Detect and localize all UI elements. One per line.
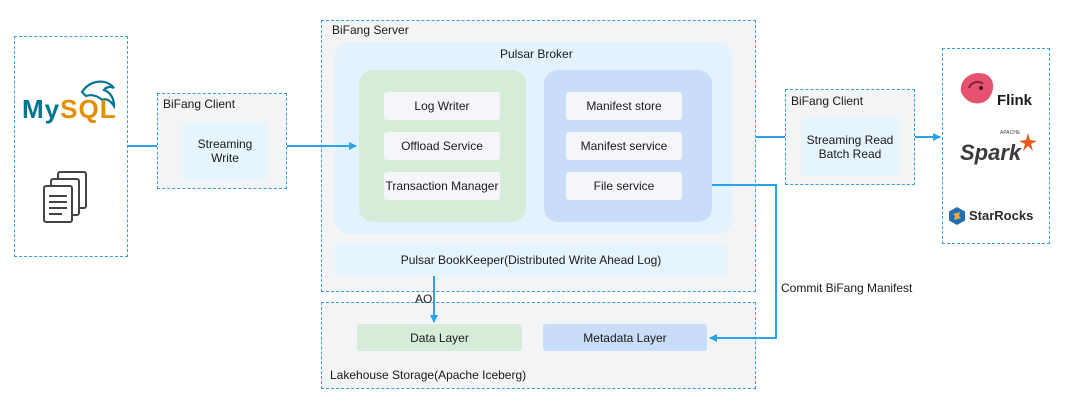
batch-read-line: Batch Read — [818, 147, 882, 161]
pulsar-broker-title: Pulsar Broker — [500, 47, 573, 61]
log-writer-box: Log Writer — [384, 92, 500, 120]
starrocks-text: StarRocks — [969, 208, 1034, 223]
documents-icon — [42, 170, 92, 226]
metadata-layer-box: Metadata Layer — [543, 324, 707, 351]
ao-label: AO — [415, 292, 433, 306]
mysql-logo: MySQL — [22, 78, 122, 124]
edge-commit-manifest — [709, 184, 777, 342]
pulsar-bookkeeper-box: Pulsar BookKeeper(Distributed Write Ahea… — [335, 244, 727, 276]
manifest-store-box: Manifest store — [566, 92, 682, 120]
starrocks-icon — [949, 207, 965, 225]
lakehouse-storage-title: Lakehouse Storage(Apache Iceberg) — [330, 368, 527, 382]
bifang-client-read-title: BiFang Client — [791, 94, 864, 108]
commit-manifest-label: Commit BiFang Manifest — [781, 281, 913, 295]
streaming-batch-read-box: Streaming Read Batch Read — [801, 118, 899, 176]
streaming-write-line-1: Streaming — [197, 137, 253, 151]
streaming-write-box: Streaming Write — [183, 122, 267, 180]
mysql-my-text: My — [22, 94, 61, 124]
spark-star-icon — [1019, 133, 1037, 151]
flink-squirrel-icon — [960, 72, 994, 104]
streaming-read-line: Streaming Read — [806, 133, 894, 147]
spark-apache-text: APACHE — [1000, 130, 1021, 136]
streaming-write-line-2: Write — [211, 151, 239, 165]
mysql-dolphin-icon — [80, 80, 116, 110]
flink-text: Flink — [997, 92, 1033, 109]
starrocks-logo: StarRocks — [948, 205, 1048, 227]
file-service-box: File service — [566, 172, 682, 200]
offload-service-box: Offload Service — [384, 132, 500, 160]
bifang-server-title: BiFang Server — [332, 23, 409, 37]
flink-logo: Flink — [955, 68, 1045, 110]
spark-text: Spark — [960, 140, 1022, 165]
bifang-client-write-title: BiFang Client — [163, 97, 236, 111]
data-layer-box: Data Layer — [357, 324, 522, 351]
spark-logo: APACHE Spark — [958, 130, 1044, 170]
transaction-manager-box: Transaction Manager — [384, 172, 500, 200]
manifest-service-box: Manifest service — [566, 132, 682, 160]
mysql-sql-text: SQL — [60, 94, 117, 124]
